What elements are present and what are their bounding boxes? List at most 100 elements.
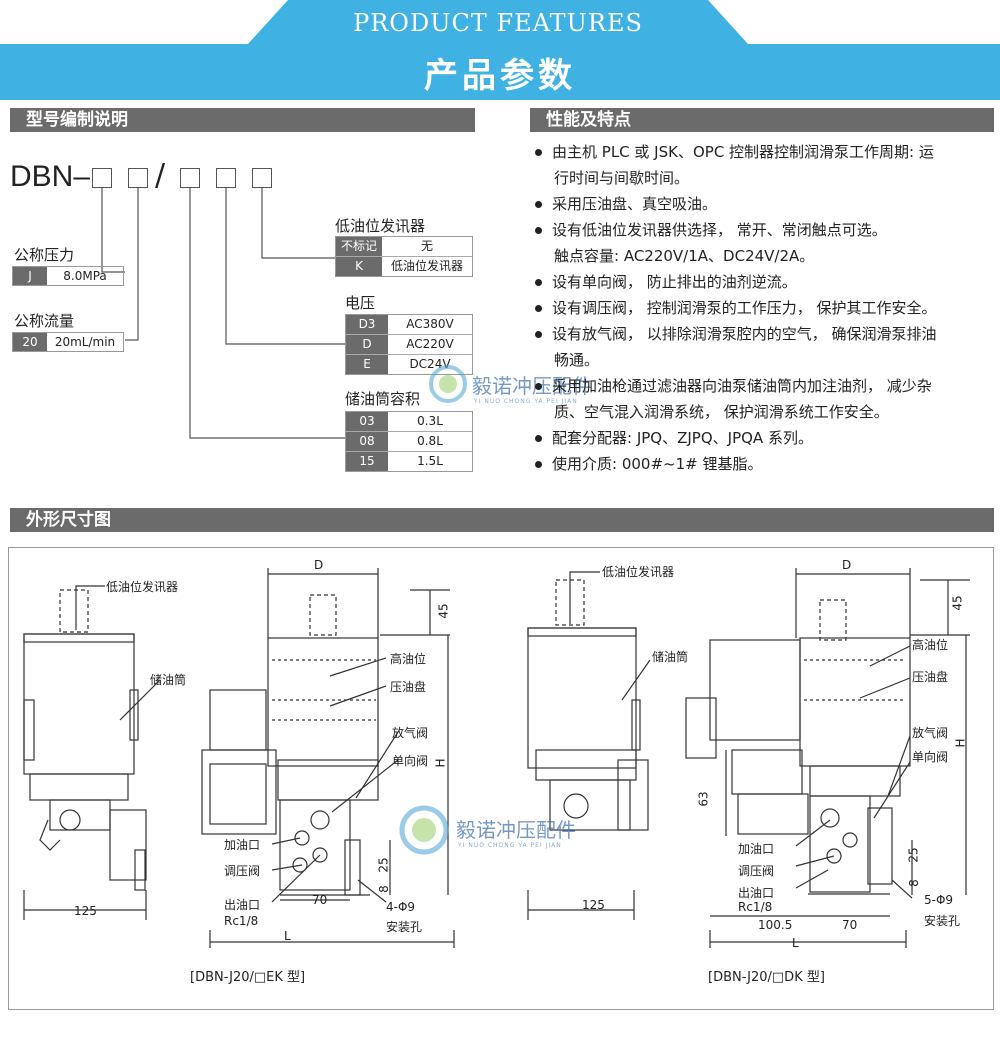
table-row: 15 1.5L [346, 452, 472, 471]
feature-item: 使用介质: 000#~1# 锂基脂。 [535, 451, 995, 477]
right-check-valve-label: 单向阀 [912, 750, 949, 764]
left-regulator-label: 调压阀 [224, 864, 261, 878]
table-code: E [346, 355, 388, 374]
table-row: 03 0.3L [346, 412, 472, 432]
right-outlet-label: 出油口 [738, 886, 775, 900]
code-box-voltage [216, 168, 236, 188]
left-dim-25: 25 [376, 857, 391, 873]
right-holes-label: 5-Φ9 [924, 893, 954, 907]
left-pressure-plate-label: 压油盘 [390, 680, 427, 694]
right-dim-63: 63 [696, 791, 711, 807]
right-reservoir-label: 储油筒 [652, 650, 689, 664]
feature-item: 设有单向阀， 防止排出的油剂逆流。 [535, 269, 995, 295]
right-dim-8: 8 [906, 879, 921, 887]
level-switch-label: 低油位发讯器 [335, 217, 426, 235]
features-list: 由主机 PLC 或 JSK、OPC 控制器控制润滑泵工作周期: 运 行时间与间歇… [535, 139, 995, 477]
table-value: AC220V [406, 337, 454, 351]
table-row: D3 AC380V [346, 315, 472, 335]
left-dim-8: 8 [376, 885, 391, 893]
pressure-label: 公称压力 [14, 246, 75, 264]
table-value: 1.5L [417, 454, 443, 468]
feature-item: 设有放气阀， 以排除润滑泵腔内的空气， 确保润滑泵排油 [535, 321, 995, 347]
watermark-text-top: 毅诺冲压配件 [472, 374, 592, 398]
right-dim-H: H [953, 738, 968, 748]
code-box-pressure [92, 168, 112, 188]
left-holes-label: 4-Φ9 [386, 900, 416, 914]
table-value: 0.3L [417, 414, 443, 428]
drawing-right [527, 568, 970, 948]
section-features: 性能及特点 [530, 108, 994, 132]
right-high-level-label: 高油位 [912, 638, 949, 652]
pressure-spec: J 8.0MPa [12, 266, 124, 286]
feature-item: 设有低油位发讯器供选择， 常开、常闭触点可选。 [535, 217, 995, 243]
left-mount-label: 安装孔 [386, 920, 423, 934]
left-check-valve-label: 单向阀 [392, 754, 429, 768]
watermark-sub-bottom: YI NUO CHONG YA PEI JIAN [458, 842, 562, 849]
flow-code: 20 [13, 333, 47, 351]
right-dim-45: 45 [950, 595, 965, 611]
header-tab [248, 0, 748, 44]
right-thread-label: Rc1/8 [738, 900, 773, 914]
feature-item: 由主机 PLC 或 JSK、OPC 控制器控制润滑泵工作周期: 运 [535, 139, 995, 165]
right-pressure-plate-label: 压油盘 [912, 670, 949, 684]
code-box-level [252, 168, 272, 188]
left-dim-H: H [433, 758, 448, 768]
right-dim-125: 125 [582, 898, 605, 912]
drawing-frame [8, 547, 994, 1010]
watermark-logo-icon [429, 365, 467, 403]
left-dim-L: L [284, 929, 291, 943]
header-title-en: PRODUCT FEATURES [353, 9, 643, 37]
model-connector-lines [101, 188, 345, 439]
table-code: 03 [346, 412, 388, 431]
table-code: D [346, 335, 388, 354]
left-level-switch-label: 低油位发讯器 [106, 580, 179, 594]
table-value: 0.8L [417, 434, 443, 448]
pressure-code: J [13, 267, 47, 285]
table-code: 08 [346, 432, 388, 451]
left-dim-70: 70 [312, 893, 328, 907]
voltage-label: 电压 [345, 294, 376, 312]
right-regulator-label: 调压阀 [738, 864, 775, 878]
feature-item-cont: 触点容量: AC220V/1A、DC24V/2A。 [554, 247, 815, 265]
left-dim-45: 45 [436, 603, 451, 619]
right-dim-D: D [842, 558, 852, 572]
pressure-value: 8.0MPa [63, 269, 107, 283]
right-dim-100-5: 100.5 [758, 918, 793, 932]
table-value: AC380V [406, 317, 454, 331]
table-row: D AC220V [346, 335, 472, 355]
code-box-reservoir [180, 168, 200, 188]
right-bleed-valve-label: 放气阀 [912, 726, 949, 740]
section-dimensions: 外形尺寸图 [10, 508, 994, 532]
feature-item: 配套分配器: JPQ、ZJPQ、JPQA 系列。 [535, 425, 995, 451]
flow-spec: 20 20mL/min [12, 332, 124, 352]
feature-item: 采用压油盘、真空吸油。 [535, 191, 995, 217]
right-fill-port-label: 加油口 [738, 842, 775, 856]
right-level-switch-label: 低油位发讯器 [602, 565, 675, 579]
left-dim-D: D [314, 558, 324, 572]
table-code: D3 [346, 315, 388, 334]
watermark-logo-icon [399, 805, 449, 855]
table-code: K [336, 257, 382, 276]
left-outlet-label: 出油口 [224, 898, 261, 912]
right-dim-70: 70 [842, 918, 858, 932]
model-code-prefix: DBN– [10, 160, 91, 193]
header-title-cn: 产品参数 [424, 56, 576, 96]
flow-label: 公称流量 [14, 312, 75, 330]
header-band [0, 44, 1000, 100]
watermark-sub-top: YI NUO CHONG YA PEI JIAN [474, 398, 578, 405]
feature-item: 采用加油枪通过滤油器向油泵储油筒内加注油剂， 减少杂 [535, 373, 995, 399]
section-model: 型号编制说明 [10, 108, 475, 132]
table-code: 15 [346, 452, 388, 471]
left-bleed-valve-label: 放气阀 [392, 726, 429, 740]
feature-item-cont: 畅通。 [554, 351, 600, 369]
left-high-level-label: 高油位 [390, 652, 427, 666]
table-value: 无 [420, 239, 433, 253]
table-code: 不标记 [336, 237, 382, 256]
table-row: 不标记 无 [336, 237, 472, 257]
feature-item-cont: 质、空气混入润滑系统， 保护润滑系统工作安全。 [554, 403, 889, 421]
left-dim-125: 125 [74, 904, 97, 918]
right-caption: [DBN-J20/□DK 型] [708, 970, 825, 985]
